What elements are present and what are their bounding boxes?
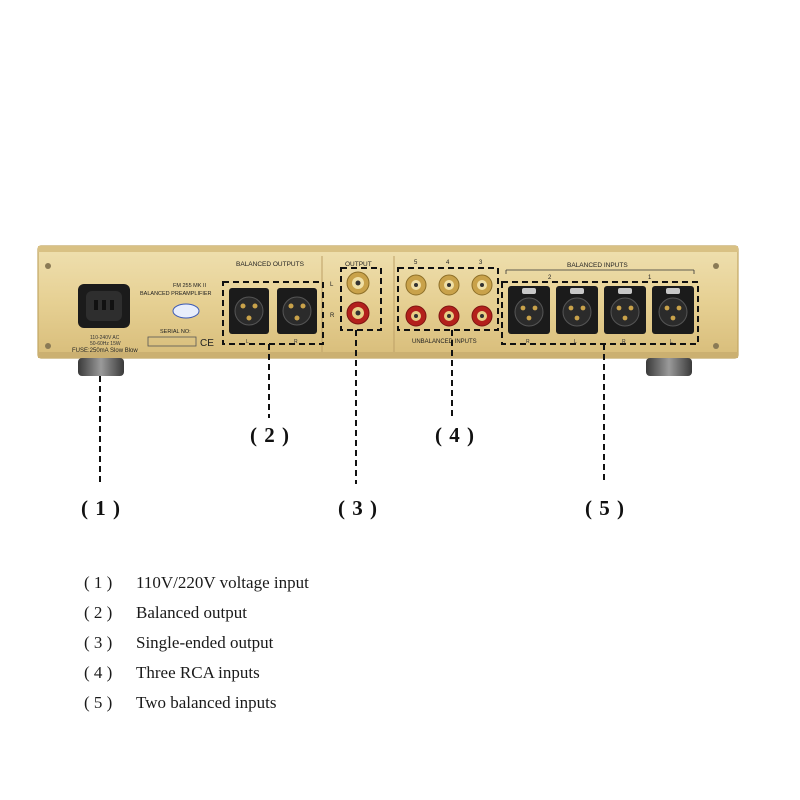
balanced-input-channel: R [526, 339, 530, 345]
power-inlet-pin [94, 300, 98, 310]
highlight-box-2 [222, 281, 324, 345]
panel-top-edge [38, 246, 738, 252]
rca-output-r [346, 301, 370, 325]
balanced-output-l [229, 288, 269, 334]
power-spec-1: 110-240V AC [90, 335, 120, 341]
foot-left [78, 358, 124, 376]
balanced-input-group-number: 1 [648, 275, 652, 281]
rca-input-4-r [438, 305, 460, 327]
balanced-output-r [277, 288, 317, 334]
highlight-box-4 [397, 267, 499, 331]
legend-text: Two balanced inputs [136, 693, 277, 712]
legend-text: 110V/220V voltage input [136, 573, 309, 592]
legend-number: ( 5 ) [84, 693, 113, 712]
panel-bottom-edge [38, 352, 738, 358]
model-subtitle: BALANCED PREAMPLIFIER [140, 291, 212, 297]
legend-number: ( 3 ) [84, 633, 113, 652]
balanced-input-group-number: 2 [548, 275, 552, 281]
serial-field [147, 336, 197, 347]
rca-input-number: 5 [414, 260, 418, 266]
legend-item: ( 3 ) Single-ended output [84, 628, 724, 658]
rca-input-4-l [438, 274, 460, 296]
serial-label: SERIAL NO: [160, 329, 191, 335]
rca-input-5-r [405, 305, 427, 327]
rca-input-5-l [405, 274, 427, 296]
output-label: OUTPUT [345, 261, 372, 268]
legend-number: ( 4 ) [84, 663, 113, 682]
callout-1: ( 1 ) [81, 496, 121, 520]
screw-icon [713, 263, 719, 269]
xlr-input-1r [604, 286, 646, 334]
rca-output-l [346, 271, 370, 295]
legend-item: ( 5 ) Two balanced inputs [84, 688, 724, 718]
callout-3: ( 3 ) [338, 496, 378, 520]
ce-mark: CE [200, 338, 214, 349]
rca-input-number: 3 [479, 260, 483, 266]
balanced-inputs-label: BALANCED INPUTS [567, 262, 628, 269]
callout-5: ( 5 ) [585, 496, 625, 520]
model-name: FM 255 MK II [173, 283, 206, 289]
fuse-label: FUSE:250mA Slow Blow [72, 348, 138, 354]
legend-text: Single-ended output [136, 633, 274, 652]
legend-item: ( 1 ) 110V/220V voltage input [84, 568, 724, 598]
power-inlet-pin [110, 300, 114, 310]
balanced-input-channel: R [622, 339, 626, 345]
balanced-input-channel: L [574, 339, 577, 345]
legend-text: Balanced output [136, 603, 247, 622]
legend-item: ( 4 ) Three RCA inputs [84, 658, 724, 688]
balanced-input-channel: L [670, 339, 673, 345]
power-inlet-pin [102, 300, 106, 310]
output-channel: L [330, 282, 334, 288]
screw-icon [45, 263, 51, 269]
device-diagram: 110-240V AC 50-60Hz 15W FUSE:250mA Slow … [37, 245, 739, 484]
xlr-input-2l [556, 286, 598, 334]
foot-right [646, 358, 692, 376]
output-channel: R [330, 313, 335, 319]
power-spec-2: 50-60Hz 15W [90, 341, 121, 347]
balanced-outputs-label: BALANCED OUTPUTS [236, 261, 305, 268]
xlr-input-1l [652, 286, 694, 334]
balanced-output-channel: L [246, 339, 249, 345]
rca-input-3-r [471, 305, 493, 327]
screw-icon [713, 343, 719, 349]
legend: ( 1 ) 110V/220V voltage input ( 2 ) Bala… [84, 568, 724, 718]
certification-logo [172, 303, 200, 319]
legend-number: ( 2 ) [84, 603, 113, 622]
highlight-box-5 [501, 281, 699, 345]
highlight-box-3 [340, 267, 382, 331]
unbalanced-inputs-label: UNBALANCED INPUTS [412, 339, 477, 345]
legend-item: ( 2 ) Balanced output [84, 598, 724, 628]
legend-text: Three RCA inputs [136, 663, 260, 682]
callout-2: ( 2 ) [250, 423, 290, 447]
legend-number: ( 1 ) [84, 573, 113, 592]
callout-4: ( 4 ) [435, 423, 475, 447]
balanced-output-channel: R [294, 339, 298, 345]
xlr-input-2r [508, 286, 550, 334]
rca-input-3-l [471, 274, 493, 296]
rca-input-number: 4 [446, 260, 450, 266]
screw-icon [45, 343, 51, 349]
